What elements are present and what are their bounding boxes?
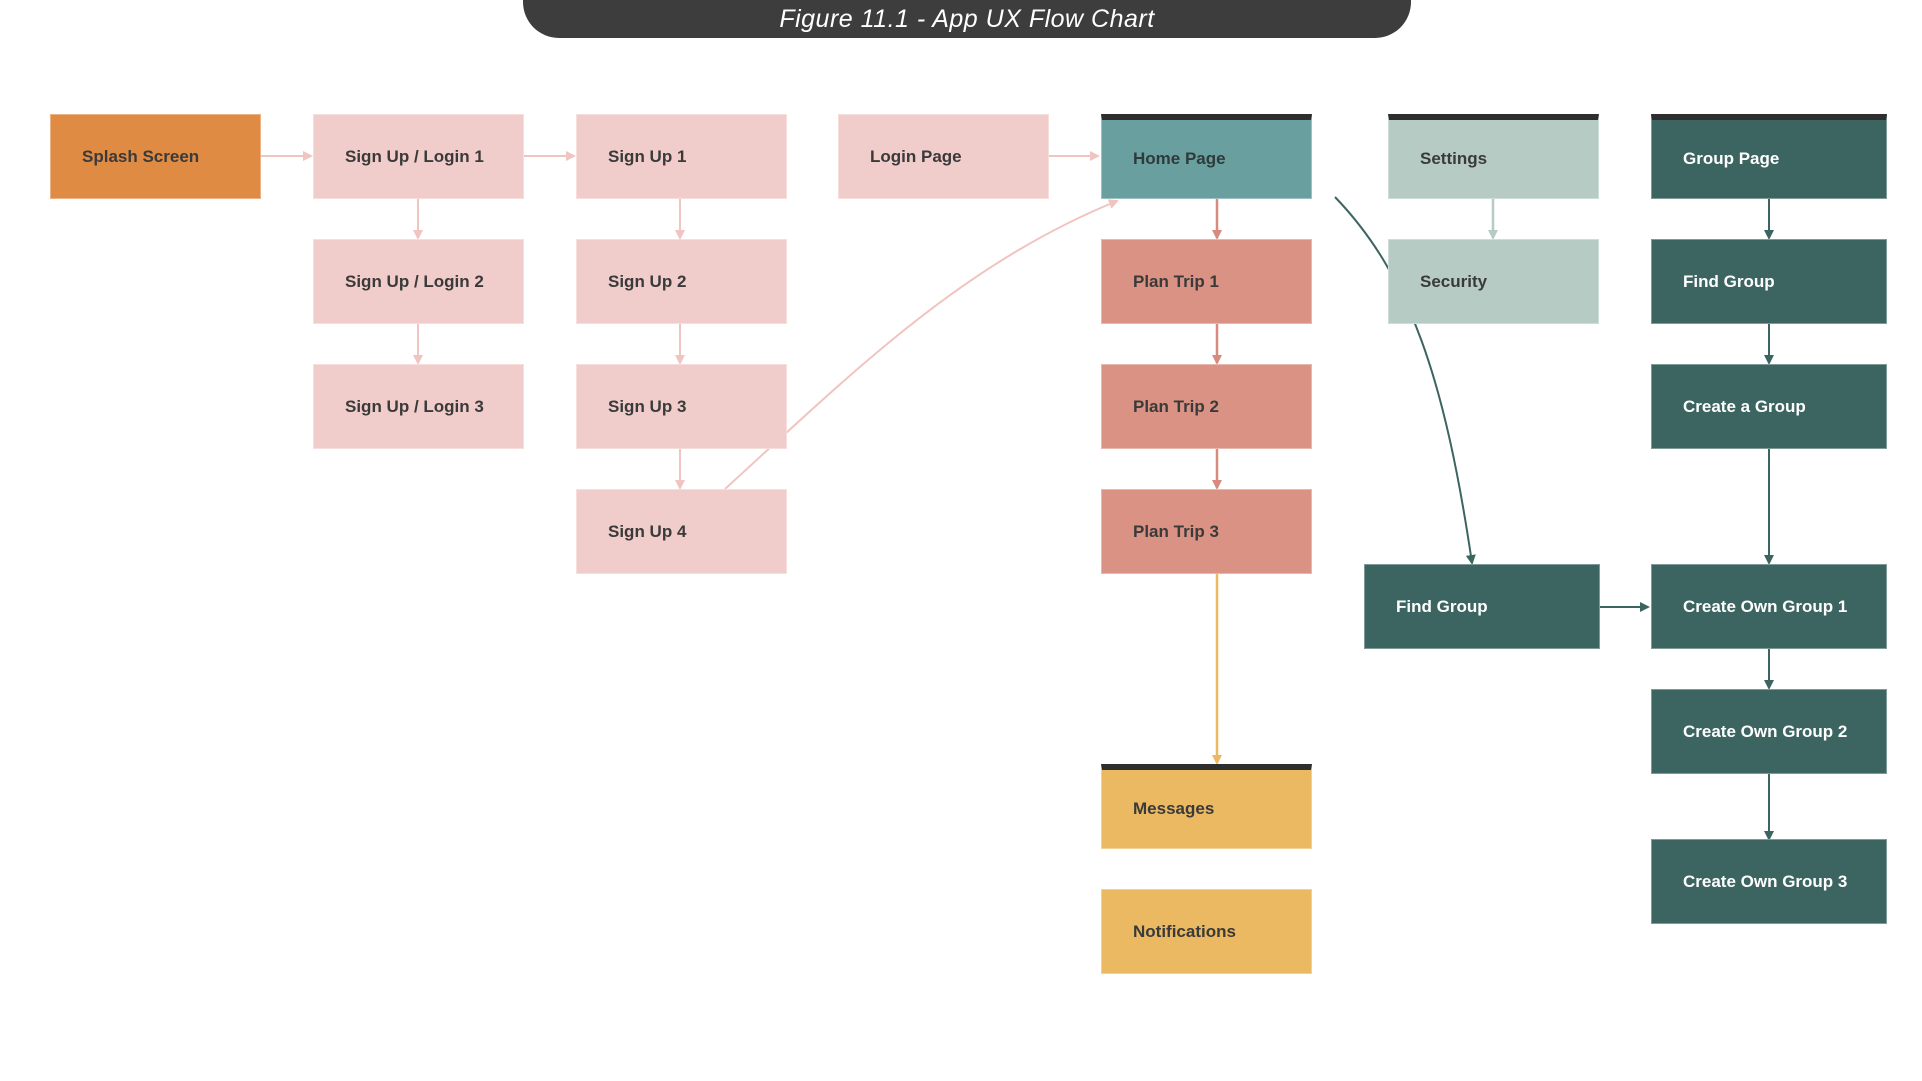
node-sign-up-4[interactable]: Sign Up 4 xyxy=(576,489,787,574)
node-sign-up-2[interactable]: Sign Up 2 xyxy=(576,239,787,324)
node-security[interactable]: Security xyxy=(1388,239,1599,324)
node-plan-trip-1[interactable]: Plan Trip 1 xyxy=(1101,239,1312,324)
node-plan-trip-2[interactable]: Plan Trip 2 xyxy=(1101,364,1312,449)
node-messages[interactable]: Messages xyxy=(1101,764,1312,849)
node-find-group-mid[interactable]: Find Group xyxy=(1364,564,1600,649)
node-sign-up-1[interactable]: Sign Up 1 xyxy=(576,114,787,199)
node-sign-up-login-2[interactable]: Sign Up / Login 2 xyxy=(313,239,524,324)
node-settings[interactable]: Settings xyxy=(1388,114,1599,199)
node-create-own-group-2[interactable]: Create Own Group 2 xyxy=(1651,689,1887,774)
node-sign-up-3[interactable]: Sign Up 3 xyxy=(576,364,787,449)
node-login-page[interactable]: Login Page xyxy=(838,114,1049,199)
figure-title: Figure 11.1 - App UX Flow Chart xyxy=(779,4,1155,33)
node-group-page[interactable]: Group Page xyxy=(1651,114,1887,199)
node-home-page[interactable]: Home Page xyxy=(1101,114,1312,199)
node-create-a-group[interactable]: Create a Group xyxy=(1651,364,1887,449)
node-find-group[interactable]: Find Group xyxy=(1651,239,1887,324)
node-plan-trip-3[interactable]: Plan Trip 3 xyxy=(1101,489,1312,574)
node-create-own-group-1[interactable]: Create Own Group 1 xyxy=(1651,564,1887,649)
node-sign-up-login-3[interactable]: Sign Up / Login 3 xyxy=(313,364,524,449)
node-create-own-group-3[interactable]: Create Own Group 3 xyxy=(1651,839,1887,924)
figure-title-banner: Figure 11.1 - App UX Flow Chart xyxy=(523,0,1411,38)
node-notifications[interactable]: Notifications xyxy=(1101,889,1312,974)
node-splash-screen[interactable]: Splash Screen xyxy=(50,114,261,199)
node-sign-up-login-1[interactable]: Sign Up / Login 1 xyxy=(313,114,524,199)
